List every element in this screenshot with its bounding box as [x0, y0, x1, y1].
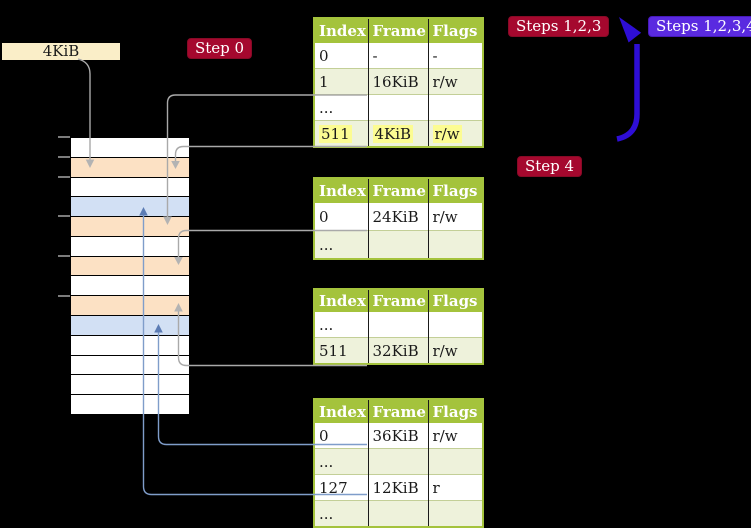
cell-frame: 16KiB — [367, 68, 428, 95]
cell-flags — [427, 230, 483, 259]
frame-size-label: 4KiB — [2, 43, 120, 60]
table-row: ... — [314, 500, 483, 527]
table-row-recursive-entry: 511 4KiB r/w — [314, 120, 483, 147]
col-header-index: Index — [314, 289, 368, 312]
table-header-row: Index Frame Flags — [314, 178, 483, 203]
page-table-level4: Index Frame Flags 0 - - 1 16KiB r/w ... … — [313, 17, 484, 148]
cell-frame — [367, 312, 428, 338]
table-row: ... — [314, 448, 483, 475]
cell-flags: r/w — [427, 423, 483, 449]
col-header-frame: Frame — [367, 289, 428, 312]
table-row: 511 32KiB r/w — [314, 337, 483, 364]
page-table-level1: Index Frame Flags 0 36KiB r/w ... 127 12… — [313, 398, 484, 528]
page-table-level2: Index Frame Flags ... 511 32KiB r/w — [313, 288, 484, 365]
memory-row-table — [71, 296, 189, 317]
col-header-flags: Flags — [427, 178, 483, 203]
table-header-row: Index Frame Flags — [314, 289, 483, 312]
cell-flags: r/w — [427, 203, 483, 231]
cell-index: ... — [314, 448, 368, 475]
memory-row-free — [71, 276, 189, 297]
memory-row-table — [71, 256, 189, 277]
col-header-index: Index — [314, 399, 368, 423]
table-header-row: Index Frame Flags — [314, 18, 483, 43]
cell-flags: r/w — [427, 120, 483, 147]
memory-row-free — [71, 355, 189, 376]
cell-index: 511 — [314, 337, 368, 364]
highlighted-value: r/w — [432, 124, 462, 143]
col-header-flags: Flags — [427, 18, 483, 43]
steps123-badge: Steps 1,2,3 — [508, 16, 610, 37]
cell-flags — [427, 500, 483, 527]
memory-row-free — [71, 335, 189, 356]
cell-index: ... — [319, 315, 334, 334]
cell-index: ... — [314, 500, 368, 527]
col-header-frame: Frame — [367, 399, 428, 423]
col-header-index: Index — [314, 178, 368, 203]
step0-badge: Step 0 — [187, 38, 253, 59]
table-row: 1 16KiB r/w — [314, 68, 483, 95]
cell-frame: 32KiB — [367, 337, 428, 364]
highlighted-value: 511 — [319, 124, 352, 143]
cell-frame: 12KiB — [367, 474, 428, 501]
table-header-row: Index Frame Flags — [314, 399, 483, 423]
cell-frame — [367, 500, 428, 527]
memory-row-table — [71, 217, 189, 237]
cell-index: 0 — [319, 426, 329, 445]
address-ticks — [58, 136, 70, 297]
cell-index: ... — [314, 230, 368, 259]
cell-index: 127 — [314, 474, 368, 501]
steps1234-badge: Steps 1,2,3,4 — [648, 16, 751, 37]
cell-flags: r/w — [427, 68, 483, 95]
table-row: ... — [314, 312, 483, 338]
cell-flags — [427, 94, 483, 121]
table-row: 0 - - — [314, 43, 483, 69]
table-row: ... — [314, 94, 483, 121]
cell-index: ... — [314, 94, 368, 121]
cell-frame — [367, 230, 428, 259]
highlighted-value: 4KiB — [372, 124, 414, 143]
step4-badge: Step 4 — [517, 156, 583, 177]
cell-index: 0 — [319, 46, 329, 65]
memory-row-free — [71, 395, 189, 414]
arrow-l4-entry511-to-l4-frame — [174, 145, 367, 162]
cell-frame — [367, 94, 428, 121]
cell-frame: 24KiB — [367, 203, 428, 231]
cell-index: 1 — [314, 68, 368, 95]
table-row: 0 36KiB r/w — [314, 423, 483, 449]
memory-row-page — [71, 316, 189, 336]
cell-frame: - — [367, 43, 428, 69]
cell-flags: r — [427, 474, 483, 501]
memory-column — [70, 137, 190, 415]
page-table-level3: Index Frame Flags 0 24KiB r/w ... — [313, 177, 484, 260]
cell-frame: 4KiB — [367, 120, 428, 147]
col-header-index: Index — [314, 18, 368, 43]
col-header-flags: Flags — [427, 289, 483, 312]
memory-row-free — [71, 138, 189, 158]
cell-flags — [427, 448, 483, 475]
cell-index: 511 — [314, 120, 368, 147]
col-header-frame: Frame — [367, 178, 428, 203]
table-row: 127 12KiB r — [314, 474, 483, 501]
recursive-loop-arrow — [616, 17, 642, 142]
cell-flags: r/w — [427, 337, 483, 364]
memory-row-page — [71, 197, 189, 218]
col-header-flags: Flags — [427, 399, 483, 423]
cell-flags: - — [427, 43, 483, 69]
memory-row-free — [71, 177, 189, 198]
cell-index: 0 — [319, 207, 329, 226]
table-row: 0 24KiB r/w — [314, 203, 483, 231]
table-row: ... — [314, 230, 483, 259]
memory-row-free — [71, 236, 189, 257]
cell-flags — [427, 312, 483, 338]
memory-row-table — [71, 157, 189, 178]
memory-row-free — [71, 375, 189, 396]
cell-frame — [367, 448, 428, 475]
cell-frame: 36KiB — [367, 423, 428, 449]
col-header-frame: Frame — [367, 18, 428, 43]
